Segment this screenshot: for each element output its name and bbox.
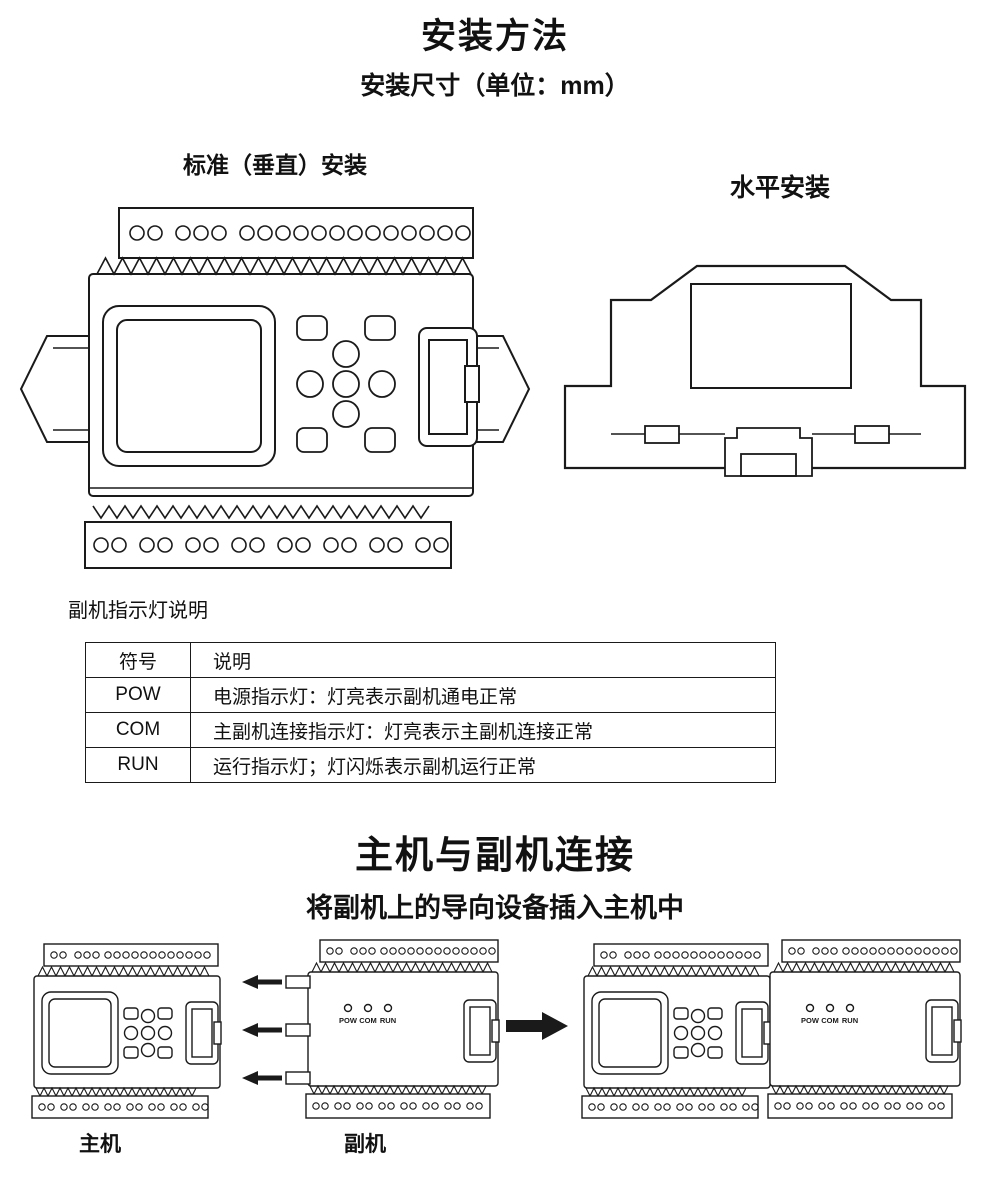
din-rail-clip-slot (740, 453, 797, 477)
result-arrow (506, 1012, 568, 1040)
side-connector (418, 327, 480, 447)
indicator-table: 符号 说明 POW 电源指示灯：灯亮表示副机通电正常 COM 主副机连接指示灯：… (85, 642, 776, 783)
vent-zigzag-bottom (92, 504, 430, 520)
page-subtitle: 安装尺寸（单位：mm） (360, 72, 630, 100)
desc-cell: 运行指示灯；灯闪烁表示副机运行正常 (190, 747, 776, 783)
insert-arrow-bottom (242, 1071, 282, 1085)
table-header-row: 符号 说明 (85, 642, 776, 678)
guide-tab-middle (285, 1023, 311, 1037)
module-outline (563, 264, 967, 470)
display-window (102, 305, 276, 467)
desc-cell: 主副机连接指示灯：灯亮表示主副机连接正常 (190, 712, 776, 748)
vertical-install-diagram (19, 207, 531, 569)
connected-slave-module (767, 939, 962, 1119)
table-row: RUN 运行指示灯；灯闪烁表示副机运行正常 (85, 747, 776, 783)
connection-diagram: POW COM RUN (31, 939, 962, 1119)
slave-module (305, 939, 500, 1119)
din-rail-clip (724, 427, 813, 477)
bottom-terminal-block (84, 521, 452, 569)
keypad (296, 315, 396, 453)
rail-flange-right (854, 425, 890, 444)
desc-cell: 电源指示灯：灯亮表示副机通电正常 (190, 677, 776, 713)
guide-tab-top (285, 975, 311, 989)
table-row: COM 主副机连接指示灯：灯亮表示主副机连接正常 (85, 712, 776, 748)
table-row: POW 电源指示灯：灯亮表示副机通电正常 (85, 677, 776, 713)
horizontal-install-diagram (563, 264, 967, 477)
connection-title: 主机与副机连接 (354, 835, 635, 877)
slave-label: 副机 (344, 1132, 386, 1156)
horizontal-install-label: 水平安装 (729, 174, 830, 202)
col-header-desc: 说明 (190, 642, 776, 678)
bottom-terminal-screws (93, 537, 449, 553)
indicator-heading: 副机指示灯说明 (68, 600, 208, 622)
page-title: 安装方法 (420, 17, 569, 56)
rail-flange-left (644, 425, 680, 444)
guide-tabs (285, 975, 311, 1085)
top-terminal-block (118, 207, 474, 259)
col-header-symbol: 符号 (85, 642, 191, 678)
insert-arrow-middle (242, 1023, 282, 1037)
master-label: 主机 (79, 1132, 121, 1156)
vent-zigzag-top (96, 256, 472, 276)
vertical-install-label: 标准（垂直）安装 (183, 152, 367, 178)
master-module (31, 943, 222, 1119)
module-window (690, 283, 852, 389)
connected-master-module (581, 943, 772, 1119)
symbol-cell: RUN (85, 747, 191, 783)
top-terminal-screws (129, 225, 471, 241)
symbol-cell: POW (85, 677, 191, 713)
symbol-cell: COM (85, 712, 191, 748)
connection-subtitle: 将副机上的导向设备插入主机中 (306, 893, 684, 923)
guide-tab-bottom (285, 1071, 311, 1085)
insert-arrow-top (242, 975, 282, 989)
insert-arrows (242, 975, 282, 1085)
